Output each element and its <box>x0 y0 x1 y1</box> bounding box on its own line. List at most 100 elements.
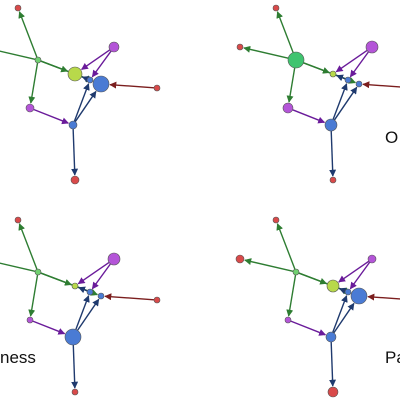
node-b <box>235 254 245 264</box>
node-j <box>71 388 79 396</box>
edge-k-d <box>81 76 90 83</box>
edge-f-d <box>338 260 370 283</box>
edge-k-d <box>336 74 346 82</box>
node-a <box>14 4 22 12</box>
edge-i-g <box>333 302 355 334</box>
edge-i-k <box>75 295 90 330</box>
node-k <box>344 76 352 84</box>
node-h <box>153 296 161 304</box>
edge-f-k <box>91 50 112 78</box>
node-g <box>92 75 110 93</box>
edge-f-k <box>349 51 370 78</box>
node-d <box>67 66 83 82</box>
panel-label: Pa <box>385 348 400 367</box>
edge-i-g <box>76 298 100 331</box>
node-j <box>329 176 337 184</box>
graph-panel-top-left: e <box>0 4 161 185</box>
node-j <box>327 386 339 398</box>
edge-group <box>244 223 400 387</box>
node-group <box>14 216 161 396</box>
node-a <box>272 4 280 12</box>
edge-c-b <box>0 50 36 61</box>
node-a <box>14 216 22 224</box>
edge-f-k <box>349 261 371 290</box>
edge-i-j <box>71 344 79 389</box>
edge-e-i <box>33 108 70 125</box>
panel-label: O <box>385 128 398 147</box>
node-k <box>86 288 94 296</box>
node-h <box>153 84 161 92</box>
edge-c-b <box>0 262 36 273</box>
edge-group <box>243 11 400 177</box>
node-d <box>329 70 337 78</box>
edge-c-a <box>276 223 296 270</box>
graph-panel-bottom-right: Pa <box>235 216 400 398</box>
edge-e-i <box>290 320 327 336</box>
edge-i-j <box>329 130 337 177</box>
edge-c-b <box>244 258 294 273</box>
node-i <box>68 120 78 130</box>
node-d <box>326 279 340 293</box>
edge-h-g <box>367 293 400 301</box>
node-group <box>235 216 377 398</box>
edge-i-g <box>74 90 97 123</box>
node-c <box>292 268 300 276</box>
edge-c-e <box>286 274 297 317</box>
node-c <box>34 56 42 64</box>
node-e <box>26 316 34 324</box>
edge-f-d <box>77 261 110 285</box>
edge-e-i <box>32 320 66 335</box>
edge-f-d <box>81 49 111 71</box>
node-c <box>287 51 305 69</box>
edge-h-g <box>104 293 155 301</box>
node-g <box>355 80 363 88</box>
node-k <box>344 288 352 296</box>
edge-h-g <box>362 81 400 89</box>
edge-group <box>0 11 155 176</box>
edge-i-j <box>71 128 79 176</box>
edge-h-g <box>109 81 155 89</box>
panel-label: ness <box>0 348 36 367</box>
edge-e-i <box>292 109 326 124</box>
edge-k-d <box>338 287 347 295</box>
node-f <box>365 40 379 54</box>
node-e <box>284 316 292 324</box>
node-i <box>324 118 338 132</box>
edge-f-d <box>335 49 368 73</box>
edge-c-e <box>28 274 39 317</box>
edge-k-d <box>78 286 88 294</box>
node-f <box>367 254 377 264</box>
edge-c-a <box>276 11 294 53</box>
edge-c-a <box>18 223 38 270</box>
node-group <box>14 4 161 185</box>
edge-i-j <box>329 341 337 387</box>
node-j <box>70 175 80 185</box>
node-f <box>107 252 121 266</box>
edge-i-k <box>73 83 90 122</box>
edge-f-k <box>91 263 112 290</box>
graph-panel-bottom-left: ness <box>0 216 161 396</box>
edge-i-k <box>332 83 348 120</box>
edge-c-e <box>286 67 296 103</box>
node-k <box>86 76 94 84</box>
node-e <box>282 102 294 114</box>
node-e <box>25 103 35 113</box>
node-d <box>71 282 79 290</box>
node-c <box>34 268 42 276</box>
edge-group <box>0 223 155 389</box>
node-g <box>97 292 105 300</box>
node-g <box>350 287 368 305</box>
node-a <box>272 216 280 224</box>
edge-i-k <box>332 295 348 333</box>
node-i <box>64 328 82 346</box>
edge-c-e <box>28 62 39 104</box>
graph-panel-top-right: O <box>236 4 400 184</box>
node-b <box>236 43 244 51</box>
edge-c-a <box>18 11 38 58</box>
edge-c-b <box>243 45 289 59</box>
node-group <box>236 4 379 184</box>
edge-i-g <box>333 86 358 121</box>
node-i <box>325 331 337 343</box>
node-f <box>108 41 120 53</box>
